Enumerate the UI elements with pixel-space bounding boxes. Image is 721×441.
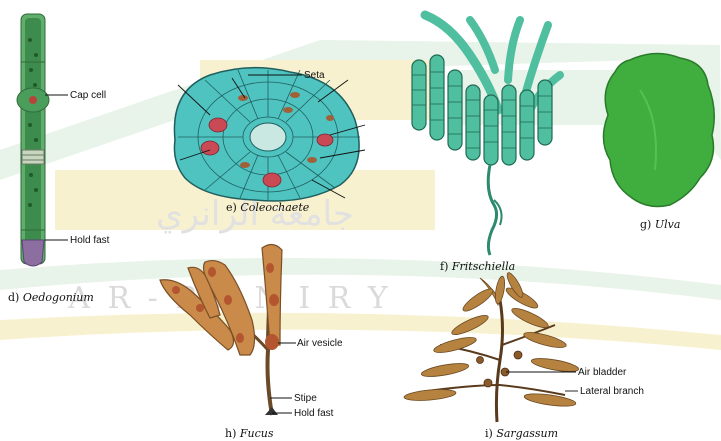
sargassum-figure (404, 271, 580, 422)
caption-ulva: g) Ulva (640, 218, 680, 231)
label-cap-cell: Cap cell (70, 90, 106, 101)
caption-sargassum: i) Sargassum (485, 427, 558, 440)
label-hold-fast-oedogonium: Hold fast (70, 235, 110, 246)
label-air-bladder: Air bladder (578, 367, 627, 378)
caption-oedogonium: d) Oedogonium (8, 291, 94, 304)
label-hold-fast-fucus: Hold fast (294, 408, 334, 419)
label-air-vesicle: Air vesicle (297, 338, 343, 349)
ulva-figure (603, 53, 714, 206)
caption-fucus: h) Fucus (225, 427, 274, 440)
label-lateral-branch: Lateral branch (580, 386, 644, 397)
label-seta: Seta (304, 70, 325, 81)
caption-fritschiella: f) Fritschiella (440, 260, 515, 273)
label-stipe: Stipe (294, 393, 317, 404)
caption-coleochaete: e) Coleochaete (226, 201, 310, 214)
